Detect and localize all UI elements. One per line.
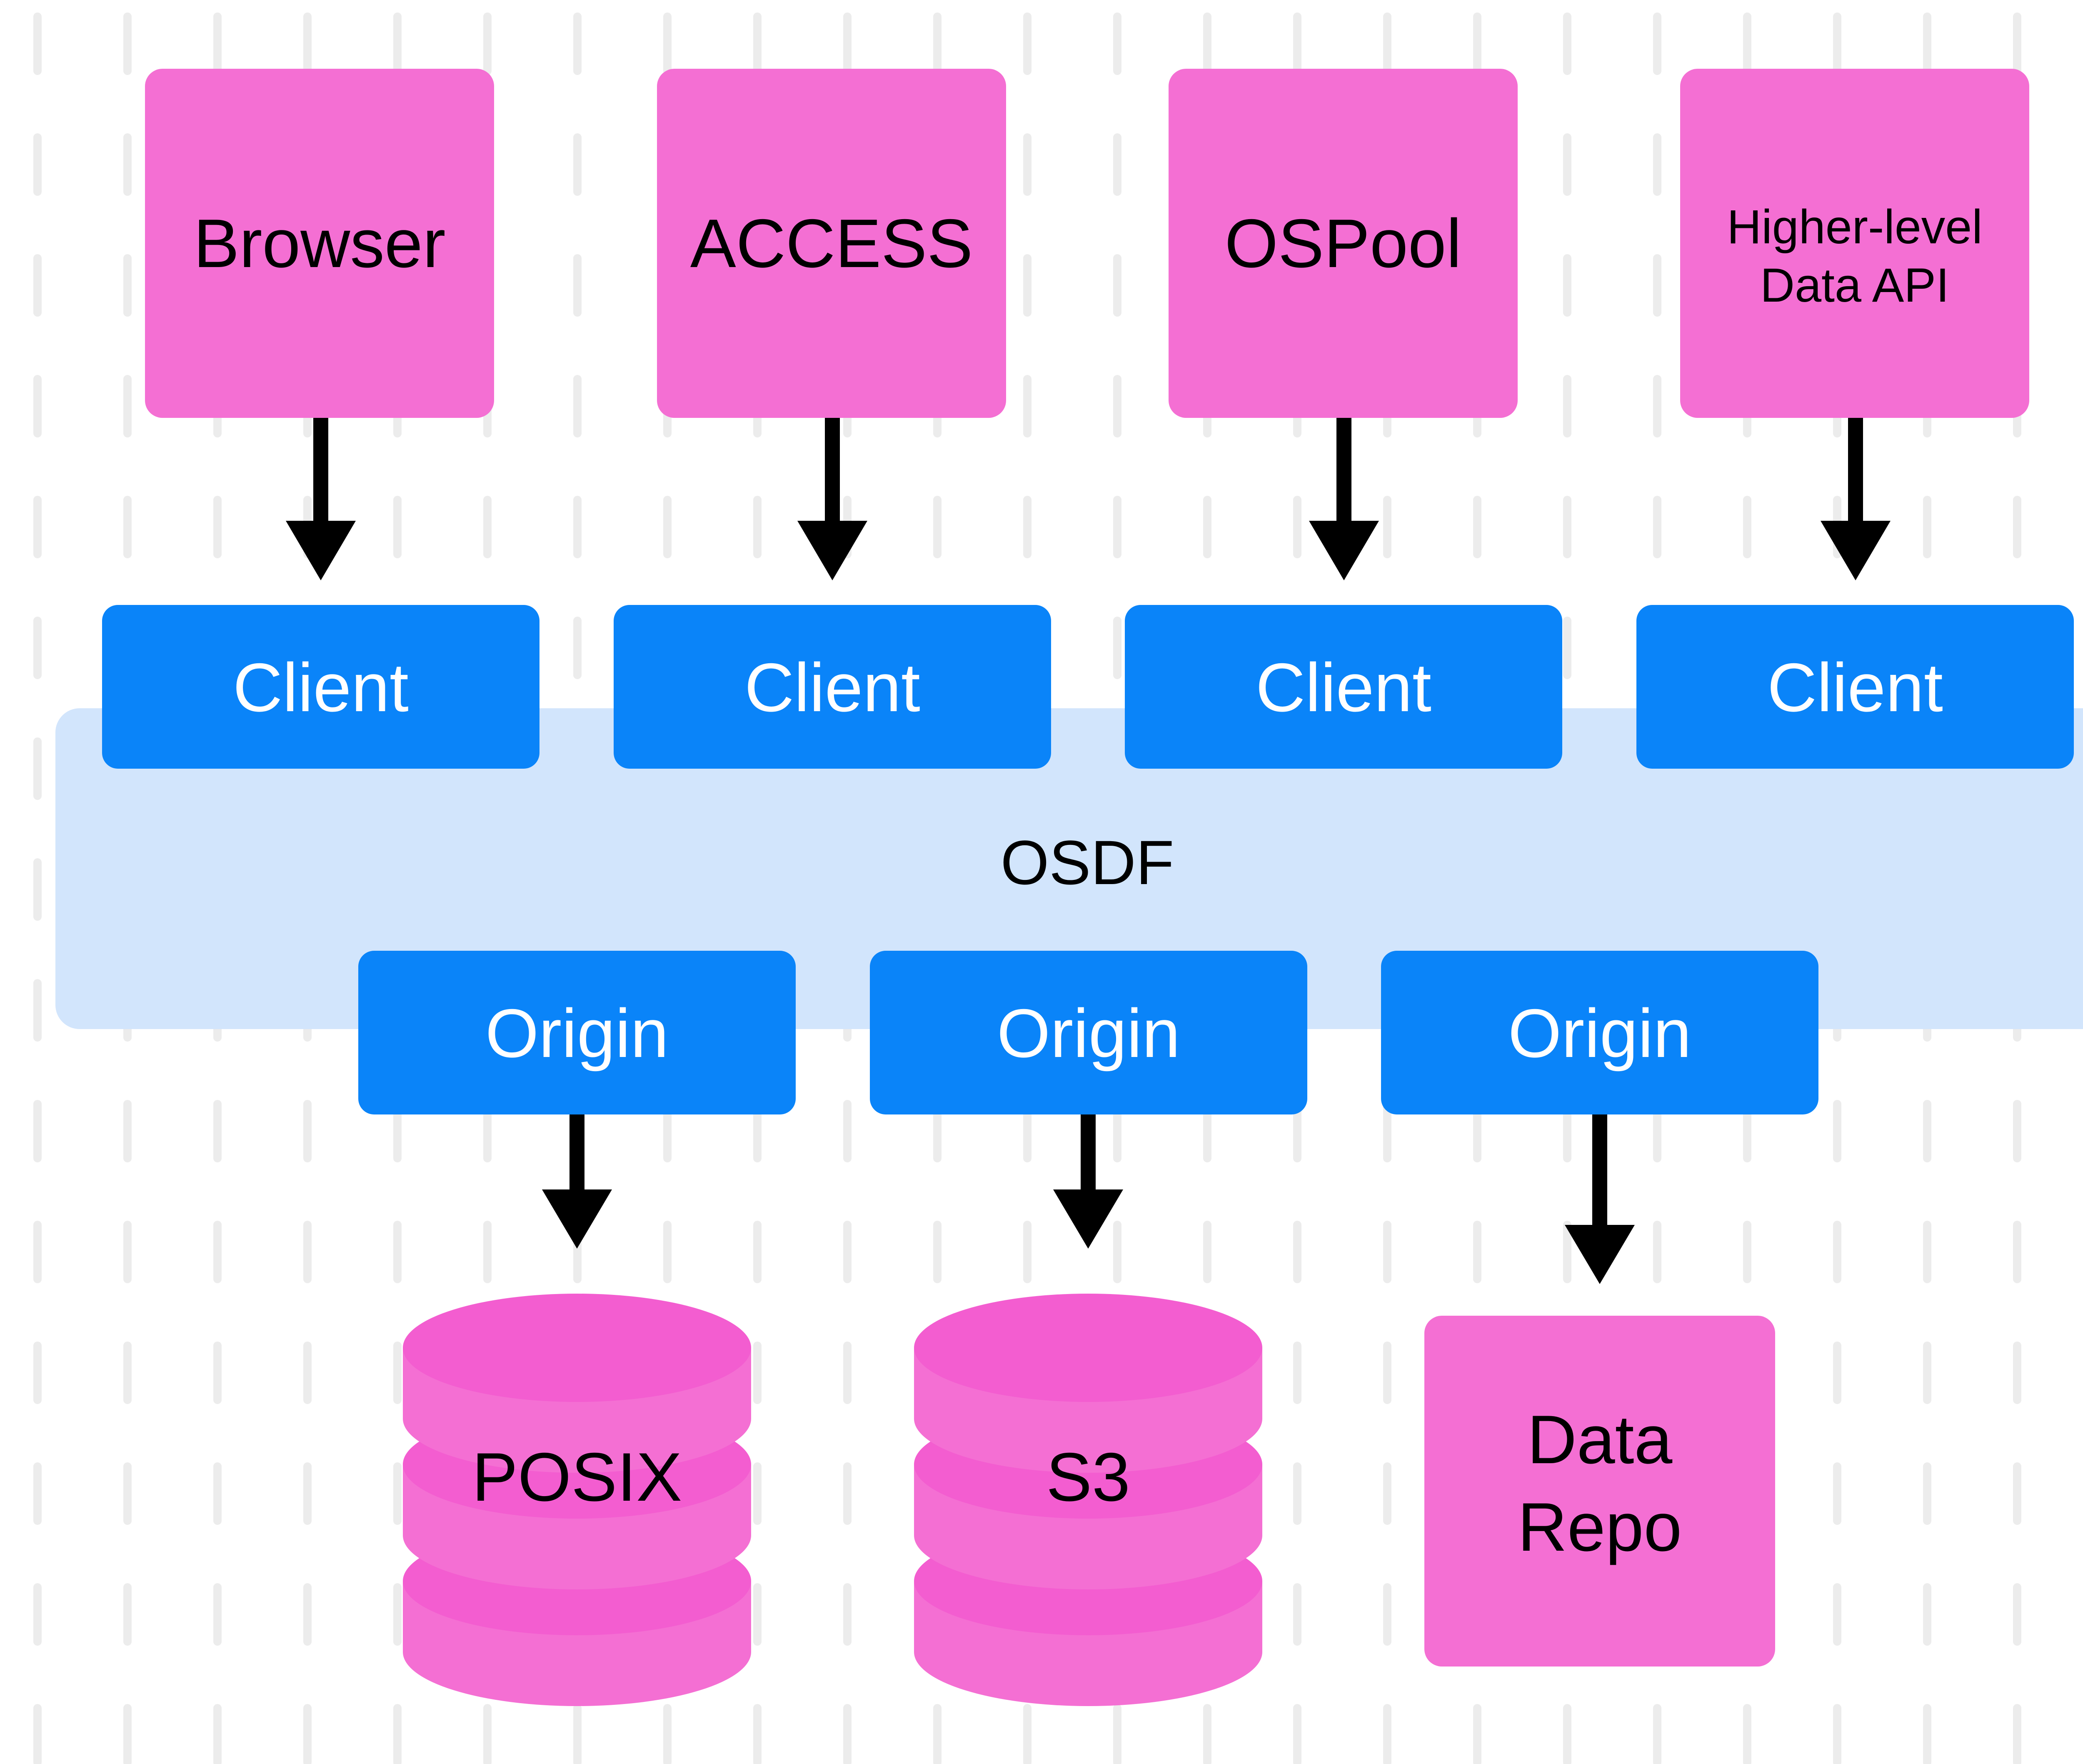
client-4[interactable]: Client — [1636, 605, 2074, 769]
application-label: ACCESS — [690, 205, 973, 282]
arrow-access-to-client — [797, 418, 867, 580]
client-box — [1125, 605, 1562, 769]
arrow-ospool-to-client — [1309, 418, 1379, 580]
origin-box — [870, 951, 1307, 1114]
application-label: OSPool — [1225, 205, 1462, 282]
application-box — [1169, 69, 1518, 418]
storage-data-repo[interactable]: Data Repo — [1424, 1316, 1775, 1667]
origin-label: Origin — [485, 995, 669, 1072]
application-access[interactable]: ACCESS — [657, 69, 1006, 418]
application-ospool[interactable]: OSPool — [1169, 69, 1518, 418]
client-box — [614, 605, 1051, 769]
storage-posix-database[interactable]: POSIX — [403, 1294, 751, 1706]
application-higher-level-data-api[interactable]: Higher-level Data API — [1680, 69, 2029, 418]
origin-box — [358, 951, 796, 1114]
origin-s3[interactable]: Origin — [870, 951, 1307, 1114]
osdf-label: OSDF — [1001, 827, 1174, 897]
arrow-data-api-to-client — [1821, 418, 1891, 580]
origin-posix[interactable]: Origin — [358, 951, 796, 1114]
client-label: Client — [744, 649, 920, 726]
client-box — [102, 605, 539, 769]
origin-label: Origin — [997, 995, 1180, 1072]
storage-label: POSIX — [472, 1439, 682, 1515]
origin-data-repo[interactable]: Origin — [1381, 951, 1818, 1114]
application-box — [657, 69, 1006, 418]
application-label: Browser — [193, 205, 445, 282]
data-repo-label-line-2: Repo — [1518, 1489, 1682, 1565]
arrow-origin-to-s3 — [1053, 1114, 1123, 1249]
application-label-line-2: Data API — [1760, 259, 1949, 312]
client-label: Client — [1256, 649, 1431, 726]
storage-label: S3 — [1046, 1439, 1130, 1515]
arrow-browser-to-client — [286, 418, 356, 580]
client-2[interactable]: Client — [614, 605, 1051, 769]
data-repo-label-line-1: Data — [1527, 1401, 1673, 1478]
client-1[interactable]: Client — [102, 605, 539, 769]
application-box — [1680, 69, 2029, 418]
arrow-origin-to-posix — [542, 1114, 612, 1249]
client-box — [1636, 605, 2074, 769]
application-label-line-1: Higher-level — [1727, 200, 1983, 254]
client-label: Client — [233, 649, 409, 726]
application-browser[interactable]: Browser — [145, 69, 494, 418]
storage-s3-database[interactable]: S3 — [914, 1294, 1262, 1706]
application-box — [145, 69, 494, 418]
osdf-band — [55, 708, 2083, 1029]
origin-label: Origin — [1508, 995, 1691, 1072]
client-3[interactable]: Client — [1125, 605, 1562, 769]
data-repo-box — [1424, 1316, 1775, 1667]
origin-box — [1381, 951, 1818, 1114]
arrow-origin-to-data-repo — [1565, 1114, 1635, 1284]
client-label: Client — [1767, 649, 1943, 726]
